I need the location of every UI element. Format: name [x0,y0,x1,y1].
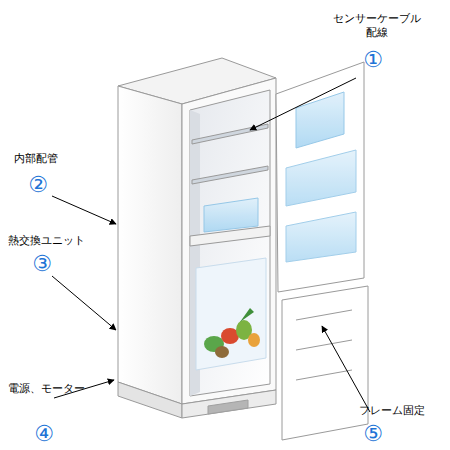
part-label: フレーム固定 [340,404,444,418]
leader-arrows [52,78,370,412]
part-label: 内部配管 [0,152,72,166]
callout-number: ④ [24,423,64,445]
callout-number: ① [353,49,393,71]
vegetables [204,308,260,358]
part-label: センサーケーブル 配線 [327,12,427,40]
part-label: 電源、モーター [0,382,92,396]
part-label: 熱交換ユニット [0,234,92,248]
callout-number: ③ [22,253,62,275]
fridge-body [118,58,276,418]
callout-number: ② [18,174,58,196]
callout-number: ⑤ [353,423,393,445]
